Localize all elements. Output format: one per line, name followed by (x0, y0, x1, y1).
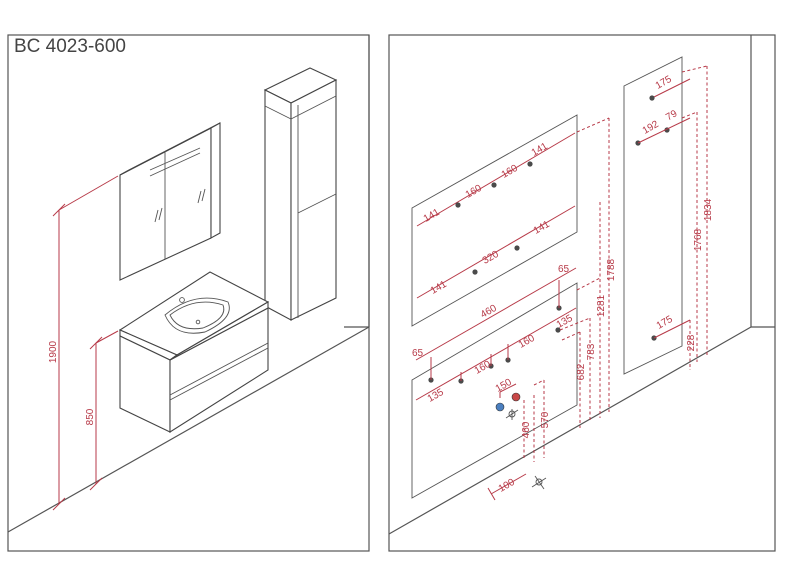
drain-outlet-icon (505, 409, 519, 420)
floor-line (7, 326, 370, 533)
mirror-dim-320: 320 (481, 249, 501, 267)
cabinet-dim-65-top: 65 (558, 264, 570, 275)
mirror-cabinet (119, 122, 221, 281)
column-dim-79: 79 (664, 108, 680, 123)
model-title: BC 4023-600 (14, 36, 126, 57)
cabinet-dim-100: 100 (497, 477, 517, 495)
cabinet-dim-570: 570 (540, 411, 551, 428)
cabinet-dim-460-vertical: 460 (521, 421, 532, 438)
mirror-dim-141-top-right: 141 (530, 141, 550, 159)
column-dim-175-top: 175 (654, 74, 674, 92)
dimension-label-850: 850 (85, 408, 96, 425)
cabinet-dim-65-left: 65 (412, 348, 424, 359)
left-panel: BC 4023-600 (7, 34, 370, 552)
vanity-unit (118, 271, 270, 433)
mirror-dim-141-top-left: 141 (422, 207, 442, 225)
cabinet-dim-160-a: 160 (473, 359, 493, 377)
cabinet-outline: 460 65 135 65 160 160 135 1281 783 682 1… (411, 202, 607, 501)
dimension-height-850: 850 (85, 330, 119, 491)
dimension-height-1900: 1900 (48, 175, 119, 511)
column-dim-1768: 1768 (693, 228, 704, 251)
column-dim-1834: 1834 (703, 198, 714, 221)
right-frame (388, 34, 776, 552)
mirror-dim-1788: 1788 (606, 258, 617, 281)
right-floor-line (388, 326, 752, 535)
cabinet-dim-1281: 1281 (596, 294, 607, 317)
column-dim-192: 192 (641, 119, 661, 137)
cabinet-dim-150: 150 (494, 377, 514, 395)
hot-water-connection-icon (511, 392, 521, 402)
cabinet-dim-783: 783 (586, 343, 597, 360)
right-panel: 141 160 160 141 141 320 141 1788 (388, 34, 776, 552)
cabinet-dim-682: 682 (576, 363, 587, 380)
cold-water-connection-icon (495, 402, 505, 412)
cabinet-dim-460: 460 (479, 303, 499, 321)
column-dim-228: 228 (686, 334, 697, 351)
dimension-label-1900: 1900 (48, 340, 59, 363)
column-outline: 175 192 79 175 1834 1768 228 (623, 56, 714, 375)
cabinet-dim-135-right: 135 (555, 313, 575, 331)
tall-column (263, 67, 338, 321)
mirror-dim-160-a: 160 (464, 183, 484, 201)
mirror-dim-160-b: 160 (500, 163, 520, 181)
floor-drain-icon (531, 475, 547, 490)
cabinet-dim-135-left: 135 (426, 387, 446, 405)
cabinet-dim-160-b: 160 (517, 333, 537, 351)
